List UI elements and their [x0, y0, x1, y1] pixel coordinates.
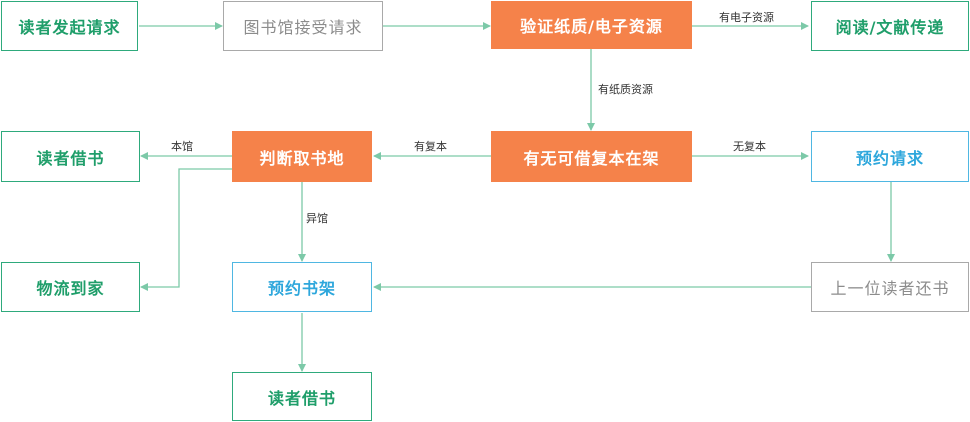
label-has-paper: 有纸质资源 [598, 83, 653, 96]
node-prev-reader-return: 上一位读者还书 [811, 262, 969, 312]
label-no-copy: 无复本 [733, 140, 766, 153]
node-reader-borrow-bottom: 读者借书 [232, 372, 372, 421]
node-judge-location: 判断取书地 [232, 131, 372, 182]
node-reader-request: 读者发起请求 [1, 1, 138, 51]
label-has-electronic: 有电子资源 [719, 11, 774, 24]
node-delivery-home: 物流到家 [1, 262, 140, 312]
node-verify-resource: 验证纸质/电子资源 [491, 1, 692, 49]
label-has-copy: 有复本 [414, 140, 447, 153]
node-reader-borrow-top: 读者借书 [1, 131, 140, 182]
arrow-judge-to-delivery [140, 168, 232, 291]
node-copy-available: 有无可借复本在架 [491, 131, 692, 182]
node-reserve-shelf: 预约书架 [232, 262, 372, 312]
node-library-accept: 图书馆接受请求 [223, 1, 383, 51]
label-local-library: 本馆 [171, 140, 193, 153]
node-reserve-request: 预约请求 [811, 131, 969, 182]
label-other-library: 异馆 [306, 212, 328, 225]
node-read-deliver: 阅读/文献传递 [811, 1, 969, 51]
